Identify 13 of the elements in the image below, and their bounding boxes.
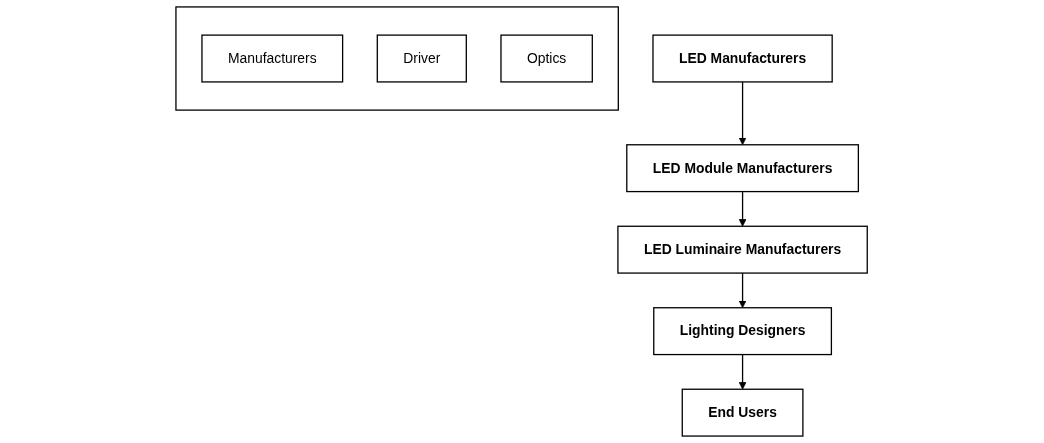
cluster — [175, 6, 620, 111]
node-box: LED Manufacturers — [652, 34, 834, 83]
arrow — [739, 190, 747, 227]
node-box: Lighting Designers — [653, 307, 833, 356]
node-box: LED Luminaire Manufacturers — [617, 225, 869, 274]
node-box: Optics — [500, 34, 594, 83]
arrow — [739, 81, 747, 146]
node-box: Manufacturers — [201, 34, 344, 83]
node-box: End Users — [682, 388, 804, 437]
node-box: LED Module Manufacturers — [626, 144, 860, 193]
arrow — [739, 272, 747, 309]
arrow — [739, 353, 747, 390]
node-box: Driver — [377, 34, 468, 83]
